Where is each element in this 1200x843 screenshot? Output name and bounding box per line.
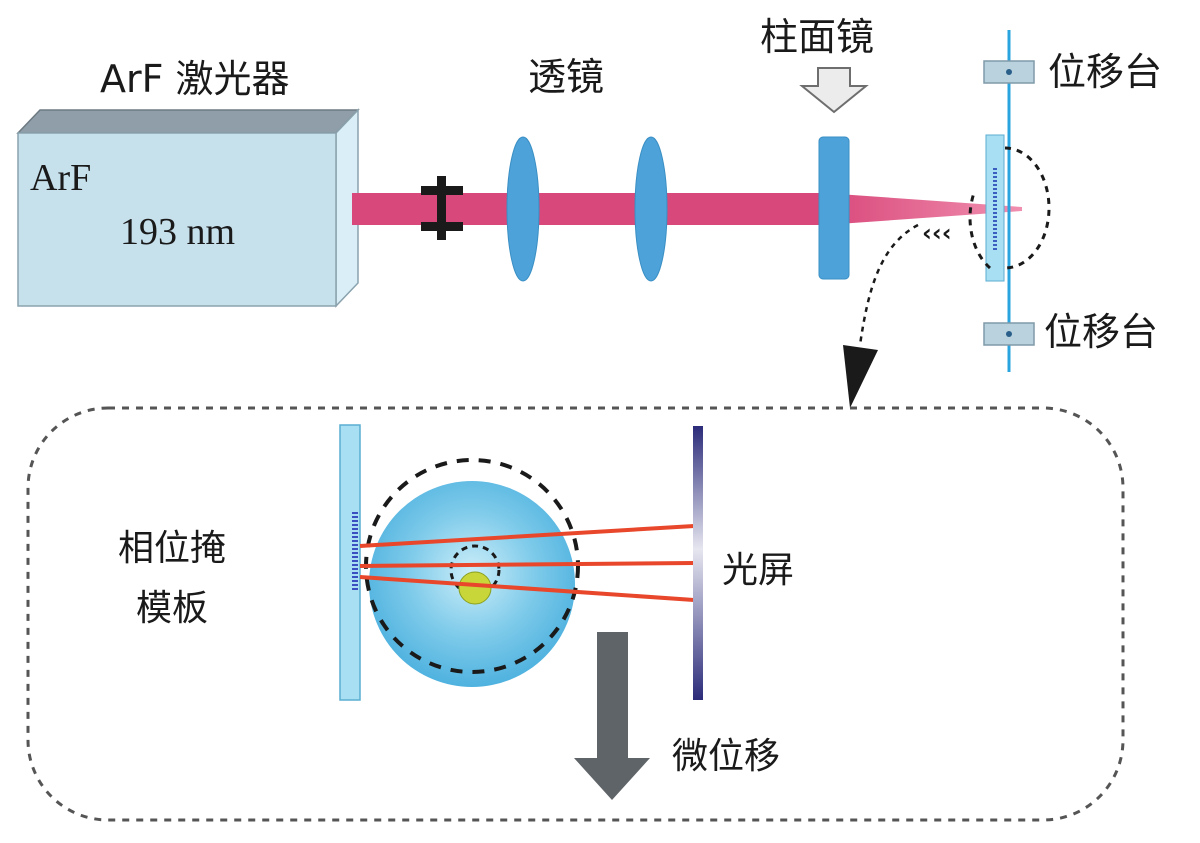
beam-main xyxy=(352,193,824,225)
ray-2 xyxy=(359,561,695,568)
cylindrical-mirror: 柱面镜 xyxy=(760,15,874,280)
ray-1 xyxy=(359,524,695,548)
laser-beam xyxy=(352,193,1022,225)
stage-label-bottom: 位移台 xyxy=(1044,310,1158,354)
arf-laser: ArF 激光器 ArF 193 nm xyxy=(16,57,360,308)
screen-label: 光屏 xyxy=(722,550,794,591)
aperture-icon xyxy=(421,176,463,240)
laser-box-name: ArF xyxy=(30,157,91,199)
light-screen xyxy=(693,426,703,700)
inset-detail: 相位掩 模板 光屏 微位移 xyxy=(26,406,1125,822)
mask-label-line2: 模板 xyxy=(136,588,208,629)
laser-title: ArF 激光器 xyxy=(100,57,290,101)
laser-box-front xyxy=(17,132,337,307)
phase-mask xyxy=(339,424,361,701)
stage-label-top: 位移台 xyxy=(1048,50,1162,94)
beam-focus-taper xyxy=(824,193,1022,225)
lens-2 xyxy=(634,136,668,282)
cylindrical-mirror-body xyxy=(818,136,850,280)
chevrons-icon: ‹‹‹ xyxy=(922,219,952,247)
lenses: 透镜 xyxy=(506,55,668,282)
laser-box-top xyxy=(16,109,360,134)
zoom-pointer-arrowhead xyxy=(843,345,878,408)
mask-label-line1: 相位掩 xyxy=(118,528,226,569)
focus-spot xyxy=(458,571,492,605)
focus-region-dashed xyxy=(968,146,1051,270)
micro-displacement-arrow xyxy=(574,632,650,800)
ray-3 xyxy=(359,575,695,602)
down-arrow-icon xyxy=(799,67,869,114)
displacement-label: 微位移 xyxy=(672,736,780,777)
cylindrical-mirror-label: 柱面镜 xyxy=(760,15,874,59)
inset-frame xyxy=(26,406,1125,822)
lens-1 xyxy=(506,136,540,282)
lens-label: 透镜 xyxy=(528,55,604,99)
zoom-pointer-arrow xyxy=(858,223,919,346)
laser-wavelength: 193 nm xyxy=(120,211,235,253)
displacement-stage: 位移台 位移台 ‹‹‹ xyxy=(922,30,1162,372)
